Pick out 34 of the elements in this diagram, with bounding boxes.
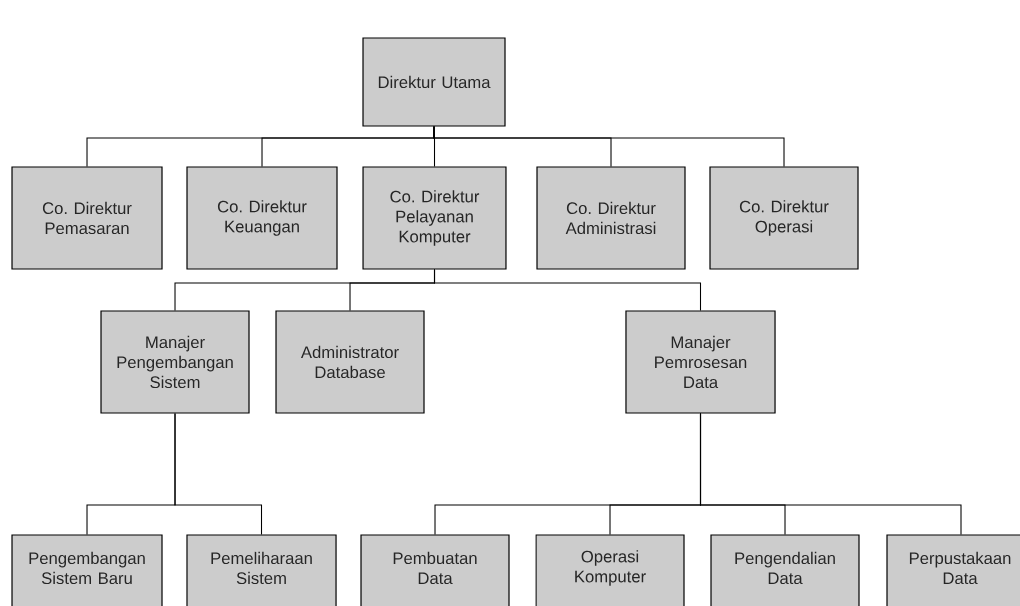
box-label: Pembuatan Data — [393, 551, 477, 585]
box-label: Pemeliharaan Sistem — [211, 551, 312, 585]
box-label: Manajer Pemrosesan Data — [655, 335, 747, 389]
connector-line — [699, 413, 962, 535]
org-box — [535, 534, 685, 606]
org-box — [362, 37, 506, 127]
org-box — [186, 166, 338, 270]
org-box — [710, 534, 860, 606]
org-box — [360, 534, 510, 606]
connector-line — [174, 413, 263, 535]
box-label: Administrator Database — [300, 345, 399, 379]
org-box — [11, 166, 163, 270]
org-box — [625, 310, 776, 414]
org-box — [186, 534, 337, 606]
box-label: Manajer Pengembangan Sistem — [117, 335, 233, 389]
org-box — [100, 310, 250, 414]
box-label: Co. Direktur Administrasi — [565, 201, 656, 235]
box-label: Pengendalian Data — [735, 551, 835, 585]
connector-line — [433, 269, 702, 311]
org-box — [11, 534, 163, 606]
org-box — [709, 166, 859, 270]
org-box — [362, 166, 507, 270]
box-label: Perpustakaan Data — [909, 551, 1011, 585]
box-label: Direktur Utama — [378, 75, 491, 89]
connector-line — [433, 126, 785, 167]
box-label: Co. Direktur Pelayanan Komputer — [390, 190, 480, 246]
box-label: Co. Direktur Keuangan — [217, 200, 307, 236]
box-label: Co. Direktur Pemasaran — [42, 201, 132, 235]
box-label: Operasi Komputer — [575, 550, 646, 586]
org-box — [275, 310, 425, 414]
org-box — [536, 166, 686, 270]
org-box — [886, 534, 1020, 606]
box-label: Co. Direktur Operasi — [739, 200, 829, 236]
box-label: Pengembangan Sistem Baru — [29, 551, 145, 585]
